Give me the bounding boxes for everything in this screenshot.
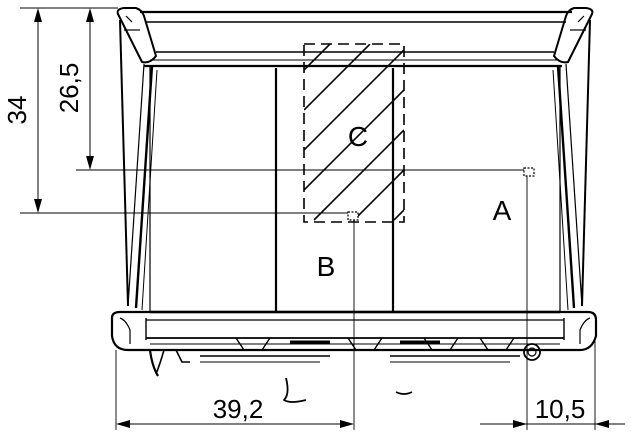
label-a: A xyxy=(493,195,512,226)
dimension-height-total: 34 xyxy=(2,96,32,125)
point-b-marker xyxy=(347,211,359,221)
cabinet-body xyxy=(110,7,598,403)
dimension-width-right: 10,5 xyxy=(535,394,586,424)
dimension-height-partial: 26,5 xyxy=(54,63,84,114)
label-c: C xyxy=(348,121,368,152)
dimension-lines xyxy=(20,7,625,430)
label-b: B xyxy=(317,251,336,282)
point-a-marker xyxy=(523,167,535,177)
dimension-arrows xyxy=(34,8,609,428)
dimension-width-left: 39,2 xyxy=(213,394,264,424)
